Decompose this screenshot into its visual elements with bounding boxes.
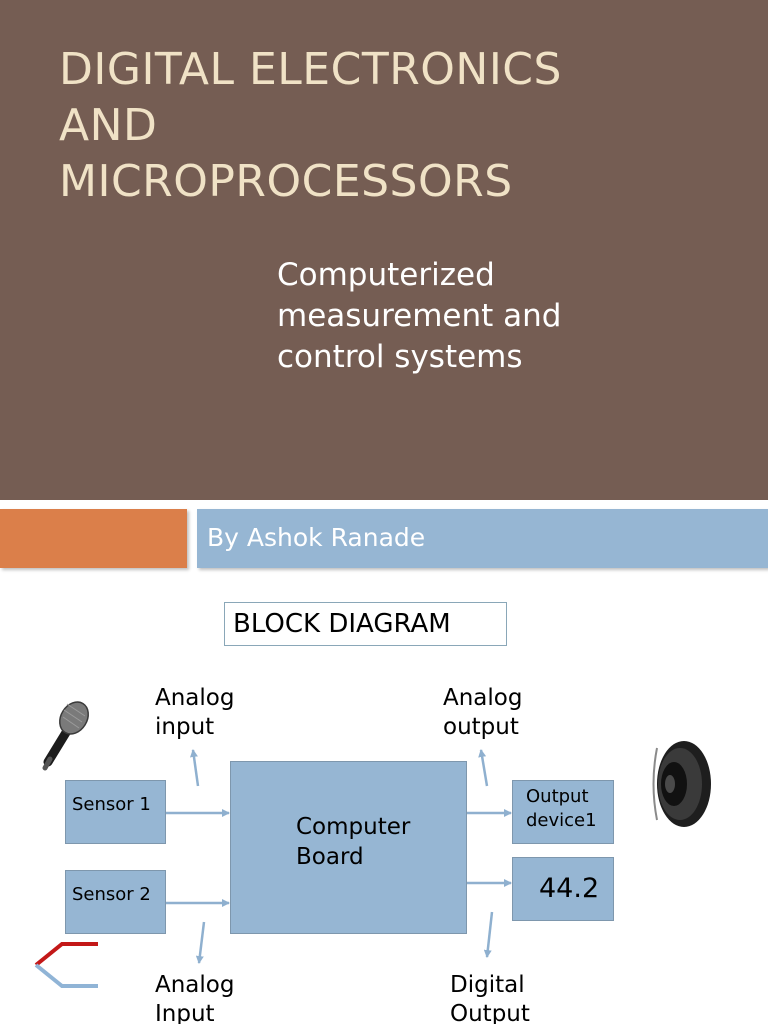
digital-output-label: Digital Output [450, 971, 530, 1024]
sensor-1-block: Sensor 1 [65, 780, 166, 844]
block-diagram: BLOCK DIAGRAM Sensor 1 Sensor 2 Computer… [0, 590, 768, 1024]
label-line: Analog [155, 685, 235, 711]
label-line: input [155, 714, 215, 740]
page-title: DIGITAL ELECTRONICS AND MICROPROCESSORS [59, 42, 699, 210]
subtitle-line: control systems [277, 339, 523, 375]
label-line: Output [450, 1001, 530, 1024]
orange-accent-bar [0, 509, 187, 568]
sensor-1-label: Sensor 1 [72, 794, 151, 815]
label-line: Analog [155, 972, 235, 998]
microphone-icon [42, 701, 89, 771]
label-line: Digital [450, 972, 525, 998]
subtitle: Computerized measurement and control sys… [277, 255, 697, 378]
computer-board-block: Computer Board [230, 761, 467, 934]
output-device-label-line: Output [526, 786, 589, 807]
output-device-block: Output device1 [512, 780, 614, 844]
title-panel: DIGITAL ELECTRONICS AND MICROPROCESSORS … [0, 0, 768, 500]
title-line: AND [59, 100, 158, 151]
title-line: DIGITAL ELECTRONICS [59, 44, 562, 95]
analog-output-label: Analog output [443, 684, 522, 742]
label-line: output [443, 714, 519, 740]
subtitle-line: measurement and [277, 298, 562, 334]
thermocouple-icon [34, 942, 98, 988]
signal-arrows [166, 749, 512, 964]
author-name: By Ashok Ranade [207, 523, 426, 552]
analog-input-label: Analog input [155, 684, 234, 742]
display-value: 44.2 [539, 873, 600, 904]
label-line: Input [155, 1001, 215, 1024]
label-line: Analog [443, 685, 523, 711]
author-bar: By Ashok Ranade [197, 509, 768, 568]
sensor-2-label: Sensor 2 [72, 884, 151, 905]
computer-board-label-line: Computer [296, 814, 411, 840]
subtitle-line: Computerized [277, 257, 495, 293]
sensor-2-block: Sensor 2 [65, 870, 166, 934]
computer-board-label-line: Board [296, 844, 364, 870]
output-device-label-line: device1 [526, 810, 597, 831]
diagram-graphics [34, 701, 711, 988]
speaker-icon [652, 741, 711, 827]
title-line: MICROPROCESSORS [59, 156, 513, 207]
display-block: 44.2 [512, 857, 614, 921]
analog-input-bottom-label: Analog Input [155, 971, 234, 1024]
diagram-caption: BLOCK DIAGRAM [224, 602, 507, 646]
